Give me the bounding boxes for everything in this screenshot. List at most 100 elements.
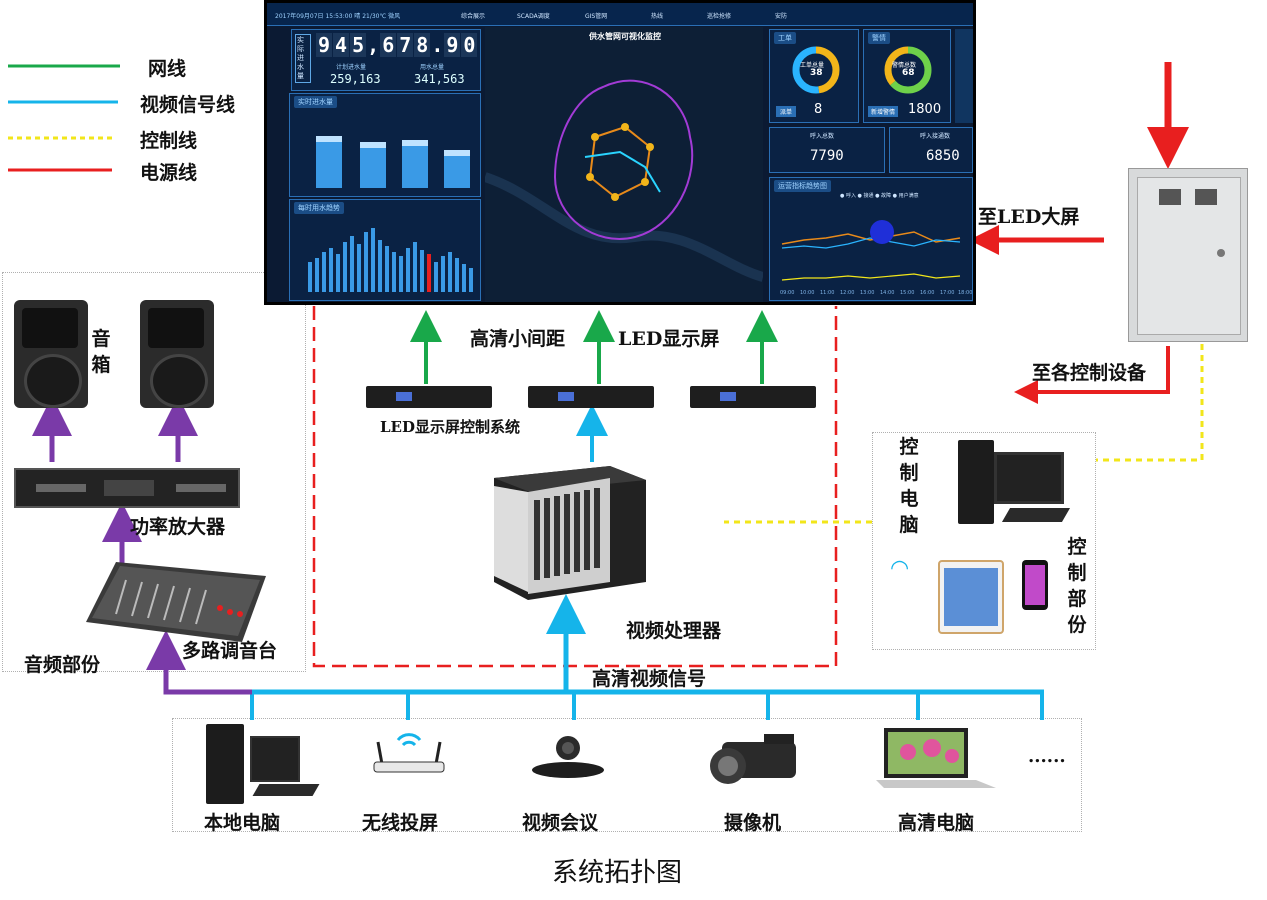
display-group-outline	[312, 306, 838, 668]
trend-tick: 11:00	[820, 290, 835, 296]
trend-tick: 10:00	[800, 290, 815, 296]
trend-tick: 15:00	[900, 290, 915, 296]
source-label-conference: 视频会议	[522, 812, 599, 834]
alarm-tab: 警情	[868, 32, 890, 44]
control-pc-keyboard	[1001, 508, 1071, 522]
control-pc-monitor	[994, 452, 1064, 504]
source-label-wireless: 无线投屏	[362, 812, 439, 834]
intake-bar-chart	[316, 136, 470, 188]
counter-digit: ,	[367, 33, 380, 57]
led-screen-label-left: 高清小间距	[470, 328, 566, 350]
trend-title: 运营指标趋势图	[774, 180, 831, 192]
tab-overview[interactable]: 综合展示	[461, 13, 486, 20]
conference-camera-icon	[532, 736, 604, 778]
local-pc-keyboard	[252, 784, 320, 796]
trend-tick: 17:00	[940, 290, 955, 296]
mixer-label: 多路调音台	[182, 640, 278, 662]
source-label-camcorder: 摄像机	[724, 812, 782, 834]
calls-answered-value: 6850	[926, 148, 960, 164]
trend-tick: 18:00	[958, 290, 973, 296]
legend-label-video: 视频信号线	[140, 94, 236, 116]
trend-legend: ● 呼入 ● 接通 ● 故障 ● 用户满意	[840, 193, 919, 199]
to-led-label: 至LED大屏	[978, 206, 1080, 228]
counter-digit: 7	[397, 33, 414, 57]
local-pc-tower	[206, 724, 244, 804]
trend-tick: 14:00	[880, 290, 895, 296]
hourly-bar	[315, 258, 319, 292]
side-strip	[955, 29, 973, 123]
bar	[360, 146, 386, 188]
trend-tick: 09:00	[780, 290, 795, 296]
led-dashboard-screen: 2017年09月07日 15:53:00 晴 21/30℃ 微风 综合展示 SC…	[264, 0, 976, 305]
map-node	[646, 143, 654, 151]
workorder-center-label: 工单总量	[800, 62, 825, 69]
dashboard-status: 2017年09月07日 15:53:00 晴 21/30℃ 微风	[275, 13, 401, 20]
new-alarm-count: 1800	[908, 102, 942, 117]
led-controller-1	[366, 386, 492, 408]
new-alarm-button[interactable]: 新增警情	[868, 106, 899, 117]
map-node	[586, 173, 594, 181]
power-distribution-cabinet	[1128, 168, 1248, 342]
amplifier-label: 功率放大器	[130, 516, 226, 538]
sources-box	[172, 718, 1082, 832]
counter-digit: 0	[461, 33, 478, 57]
map-node	[621, 123, 629, 131]
trend-line-yellow	[781, 273, 961, 281]
hourly-bar	[385, 246, 389, 292]
trend-highlight	[870, 220, 894, 244]
alarm-ring	[884, 46, 932, 94]
trend-panel: 运营指标趋势图 ● 呼入 ● 接通 ● 故障 ● 用户满意 09:00 10:0…	[769, 177, 973, 301]
map-pipeline-orange	[588, 125, 652, 199]
hourly-bar	[308, 262, 312, 292]
phone-icon	[1022, 560, 1048, 610]
legend-lines	[8, 64, 120, 172]
legend-label-net: 网线	[148, 58, 187, 80]
tab-scada[interactable]: SCADA调度	[517, 13, 550, 20]
calls-answered-panel: 呼入接通数 6850	[889, 127, 973, 173]
hourly-bar	[455, 258, 459, 292]
tab-security[interactable]: 安防	[775, 13, 788, 20]
dispatch-count: 8	[814, 102, 823, 117]
alarm-panel: 警情 警情总数 68 新增警情 1800	[863, 29, 951, 123]
hourly-bar	[322, 252, 326, 292]
tab-hotline[interactable]: 热线	[651, 13, 664, 20]
hourly-bar	[357, 244, 361, 292]
wifi-icon: ◠	[890, 556, 910, 581]
bar-cap	[444, 150, 470, 156]
hourly-title: 每时用水趋势	[294, 202, 344, 214]
map-pipeline-cyan	[584, 150, 661, 193]
tab-gis[interactable]: GIS管网	[585, 13, 608, 20]
workorder-ring	[792, 46, 840, 94]
calls-in-value: 7790	[810, 148, 844, 164]
control-pc-tower	[958, 440, 994, 524]
counter-digit: 5	[350, 33, 367, 57]
intake-bar-panel: 实时进水量	[289, 93, 481, 197]
dispatch-button[interactable]: 派单	[776, 106, 797, 117]
hourly-bar	[392, 252, 396, 292]
hourly-bar	[329, 248, 333, 292]
counter-digit: 4	[333, 33, 350, 57]
hd-video-signal-label: 高清视频信号	[592, 668, 707, 690]
control-section-box	[872, 432, 1096, 650]
source-label-hd-pc: 高清电脑	[898, 812, 975, 834]
hourly-bar	[427, 254, 431, 292]
plan-intake-value: 259,163	[330, 72, 381, 86]
hourly-bar	[343, 242, 347, 292]
water-use-label: 用水总量	[420, 64, 445, 71]
local-pc-monitor	[250, 736, 300, 782]
to-controls-label: 至各控制设备	[1032, 362, 1147, 384]
hourly-chart	[308, 228, 473, 292]
control-line-panel	[1096, 344, 1204, 462]
bar	[444, 154, 470, 188]
video-processor	[494, 466, 646, 600]
hourly-bar	[469, 268, 473, 292]
intake-label: 实际进水量	[295, 34, 311, 83]
hourly-bar	[420, 250, 424, 292]
counter-digit: 9	[444, 33, 461, 57]
control-section-label: 控制部份	[1067, 536, 1087, 636]
map-node	[641, 178, 649, 186]
led-controller-2	[528, 386, 654, 408]
hourly-bar	[448, 252, 452, 292]
tab-inspection[interactable]: 巡检抢修	[707, 13, 732, 20]
